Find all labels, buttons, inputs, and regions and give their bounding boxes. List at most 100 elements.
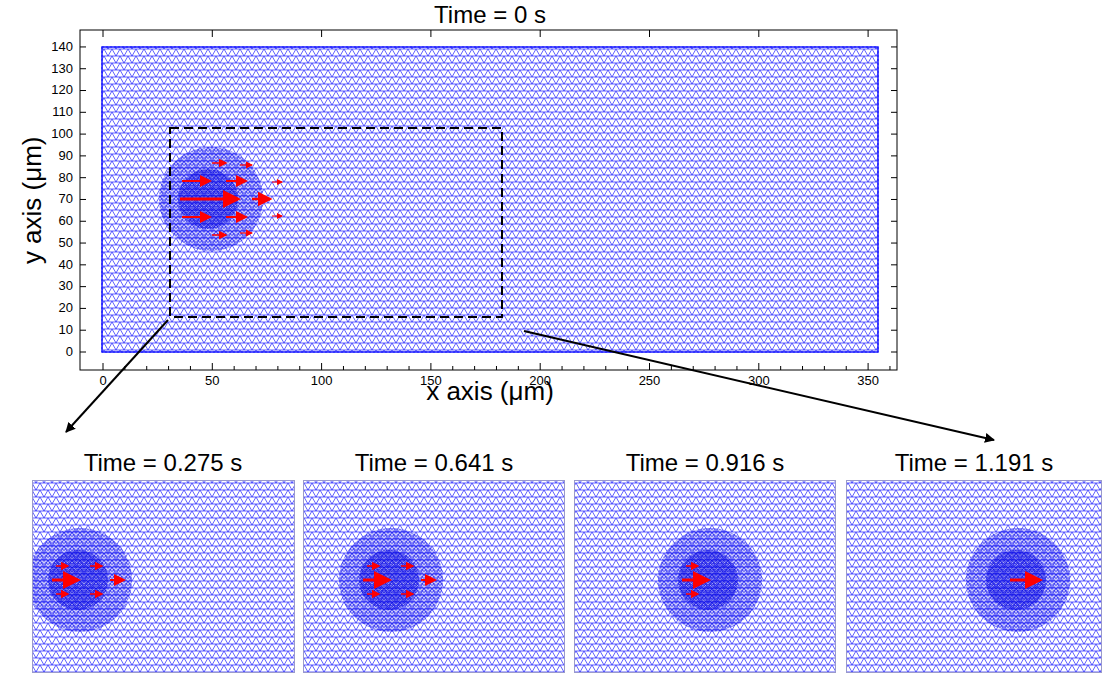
refined-mesh-blob bbox=[966, 528, 1070, 632]
refined-mesh-blob bbox=[658, 528, 762, 632]
refined-mesh-core bbox=[986, 550, 1046, 610]
axis-tick bbox=[868, 30, 869, 37]
axis-tick bbox=[80, 286, 86, 287]
flow-arrow bbox=[367, 593, 379, 595]
axis-tick bbox=[891, 221, 897, 222]
panel-ground bbox=[32, 480, 295, 673]
tick-label: 80 bbox=[59, 171, 73, 185]
flow-arrow bbox=[363, 579, 389, 582]
axis-tick bbox=[365, 366, 366, 370]
snapshot-panels bbox=[28, 480, 1102, 673]
axis-tick bbox=[430, 363, 431, 370]
tick-label: 10 bbox=[59, 323, 73, 337]
line-part bbox=[272, 182, 282, 183]
axis-tick bbox=[452, 366, 453, 370]
panel-title: Time = 0.641 s bbox=[355, 450, 514, 476]
line-part bbox=[182, 180, 210, 182]
tick-label: 30 bbox=[59, 279, 73, 293]
panel-border bbox=[304, 481, 565, 673]
tick-label: 0 bbox=[66, 345, 73, 359]
line-part bbox=[240, 164, 252, 165]
axis-tick bbox=[780, 366, 781, 370]
flow-arrow bbox=[367, 565, 379, 567]
axis-tick bbox=[496, 366, 497, 370]
axis-tick bbox=[605, 366, 606, 370]
axis-tick bbox=[846, 366, 847, 370]
refined-mesh-blob bbox=[32, 528, 132, 632]
axis-tick bbox=[891, 134, 897, 135]
panel-ground bbox=[846, 480, 1102, 673]
axis-tick bbox=[321, 30, 322, 37]
axis-tick bbox=[430, 30, 431, 37]
mesh-snapshot bbox=[303, 480, 565, 673]
axis-tick bbox=[715, 366, 716, 370]
axis-tick bbox=[80, 352, 86, 353]
axis-tick bbox=[824, 366, 825, 370]
line-part bbox=[252, 198, 270, 201]
flow-arrow bbox=[56, 593, 68, 595]
line-part bbox=[182, 216, 210, 218]
line-part bbox=[212, 234, 226, 236]
mesh-domain bbox=[574, 480, 836, 673]
axis-tick bbox=[80, 155, 86, 156]
tick-label: 50 bbox=[59, 236, 73, 250]
flow-arrow bbox=[90, 593, 102, 595]
tick-label: 0 bbox=[99, 374, 106, 388]
axis-tick bbox=[146, 366, 147, 370]
tick-label: 100 bbox=[311, 374, 333, 388]
flow-arrow bbox=[686, 565, 698, 567]
plot-title: Time = 0 s bbox=[434, 2, 546, 28]
mesh-domain bbox=[102, 47, 878, 352]
mesh-domain bbox=[303, 480, 565, 673]
line-part bbox=[240, 232, 252, 233]
axis-tick bbox=[190, 366, 191, 370]
tick-label: 90 bbox=[59, 149, 73, 163]
axis-tick bbox=[627, 366, 628, 370]
tick-label: 200 bbox=[529, 374, 551, 388]
axis-tick bbox=[277, 366, 278, 370]
panel-border bbox=[847, 481, 1102, 673]
zoom-leader bbox=[66, 320, 168, 432]
axis-tick bbox=[889, 366, 890, 370]
tick-label: 250 bbox=[639, 374, 661, 388]
refined-mesh-blob bbox=[159, 147, 263, 251]
axis-tick bbox=[80, 264, 86, 265]
tick-label: 60 bbox=[59, 214, 73, 228]
panel-title: Time = 0.916 s bbox=[626, 450, 785, 476]
axis-tick bbox=[80, 112, 86, 113]
circle-part bbox=[178, 169, 238, 229]
axis-tick bbox=[540, 363, 541, 370]
axis-tick bbox=[562, 366, 563, 370]
tick-label: 70 bbox=[59, 192, 73, 206]
line-part bbox=[212, 162, 226, 164]
axis-tick bbox=[234, 366, 235, 370]
axis-tick bbox=[80, 68, 86, 69]
axis-tick bbox=[736, 366, 737, 370]
axis-tick bbox=[80, 46, 86, 47]
axis-tick bbox=[583, 366, 584, 370]
axis-tick bbox=[299, 366, 300, 370]
flow-arrow bbox=[90, 565, 102, 567]
axis-tick bbox=[649, 363, 650, 370]
panel-border bbox=[575, 481, 836, 673]
panel-title: Time = 0.275 s bbox=[84, 450, 243, 476]
zoom-window bbox=[170, 128, 502, 317]
axis-tick bbox=[103, 30, 104, 37]
mesh-domain bbox=[846, 480, 1102, 673]
tick-label: 40 bbox=[59, 258, 73, 272]
axis-tick bbox=[891, 243, 897, 244]
axis-tick bbox=[758, 363, 759, 370]
axis-tick bbox=[891, 264, 897, 265]
axis-tick bbox=[891, 330, 897, 331]
axis-tick bbox=[80, 199, 86, 200]
axis-tick bbox=[891, 68, 897, 69]
axis-tick bbox=[256, 366, 257, 370]
axis-tick bbox=[343, 366, 344, 370]
axis-tick bbox=[80, 221, 86, 222]
axis-tick bbox=[891, 308, 897, 309]
refined-mesh-core bbox=[678, 550, 738, 610]
axis-tick bbox=[212, 363, 213, 370]
flow-arrow bbox=[1010, 579, 1040, 582]
